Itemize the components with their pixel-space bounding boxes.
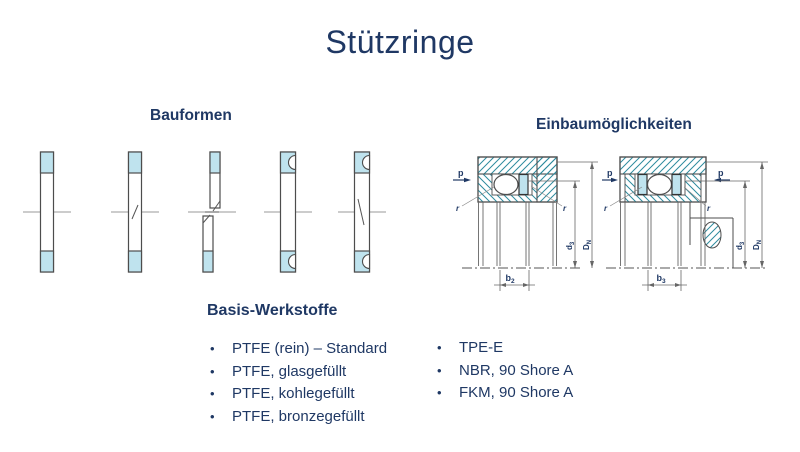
inner-diameter-label: d3 xyxy=(565,241,576,250)
list-item: • NBR, 90 Shore A xyxy=(437,361,574,379)
radius-label: r xyxy=(604,204,608,213)
radius-callouts: r r xyxy=(456,185,567,213)
support-ring xyxy=(518,173,529,196)
ring-form-concave xyxy=(264,151,312,273)
material-label: FKM, 90 Shore A xyxy=(459,384,574,401)
o-ring-section xyxy=(702,221,722,249)
diameter-dimension-d3: d3 xyxy=(528,180,580,268)
bullet-icon: • xyxy=(437,340,442,355)
width-dimension-label: b3 xyxy=(656,273,666,285)
seal-profile xyxy=(646,173,673,196)
werkstoffe-heading: Basis-Werkstoffe xyxy=(207,302,338,319)
bearing-drawing-2: p p r r b3 d3 xyxy=(602,156,768,291)
pressure-arrow: p xyxy=(453,168,471,183)
bauformen-drawing xyxy=(23,151,386,273)
pressure-arrow-right: p xyxy=(714,168,730,183)
bullet-icon: • xyxy=(210,386,215,401)
outer-diameter-label: DN xyxy=(582,240,593,250)
bauformen-heading: Bauformen xyxy=(150,107,232,124)
bullet-icon: • xyxy=(210,341,215,356)
width-dimension-b2: b2 xyxy=(494,270,535,291)
seal-profile xyxy=(493,173,519,196)
list-item: • PTFE, bronzegefüllt xyxy=(210,407,387,425)
bullet-icon: • xyxy=(210,408,215,424)
radius-callouts: r r xyxy=(604,186,711,213)
bullet-icon: • xyxy=(437,362,442,378)
list-item: • TPE-E xyxy=(437,340,573,356)
radius-label: r xyxy=(707,204,711,213)
material-list-right: • TPE-E • NBR, 90 Shore A • FKM, 90 Shor… xyxy=(437,340,573,401)
list-item: • PTFE (rein) – Standard xyxy=(210,341,387,357)
radius-label: r xyxy=(563,204,567,213)
list-item: • PTFE, kohlegefüllt xyxy=(210,386,387,402)
housing-step xyxy=(689,202,734,268)
pressure-label: p xyxy=(458,168,464,178)
material-list-left: • PTFE (rein) – Standard • PTFE, glasgef… xyxy=(210,341,387,425)
material-label: PTFE, bronzegefüllt xyxy=(232,407,365,425)
pressure-arrow-left: p xyxy=(602,168,618,183)
shaft-lines xyxy=(478,202,557,266)
page-title: Stützringe xyxy=(325,24,475,60)
diameter-dimension-d3: d3 xyxy=(686,180,750,268)
material-label: TPE-E xyxy=(459,339,504,356)
list-item: • PTFE, glasgefüllt xyxy=(210,362,387,380)
material-label: NBR, 90 Shore A xyxy=(459,361,574,379)
ring-form-concave-split xyxy=(338,151,386,273)
diameter-dimension-DN: DN xyxy=(706,161,768,268)
pressure-label: p xyxy=(718,168,724,178)
width-dimension-label: b2 xyxy=(505,273,515,285)
material-label: PTFE, glasgefüllt xyxy=(232,362,347,380)
einbau-heading: Einbaumöglichkeiten xyxy=(536,116,692,133)
material-label: PTFE, kohlegefüllt xyxy=(232,385,355,402)
material-label: PTFE (rein) – Standard xyxy=(232,340,388,357)
outer-diameter-label: DN xyxy=(752,240,763,250)
radius-label: r xyxy=(456,204,460,213)
ring-form-plain xyxy=(23,151,71,273)
bullet-icon: • xyxy=(210,363,215,379)
ring-form-split xyxy=(111,151,159,273)
bullet-icon: • xyxy=(437,385,442,400)
pressure-label: p xyxy=(607,168,613,178)
list-item: • FKM, 90 Shore A xyxy=(437,385,573,401)
diameter-dimension-DN: DN xyxy=(557,161,598,268)
shaft-lines xyxy=(620,202,706,266)
width-dimension-b3: b3 xyxy=(642,270,687,291)
support-ring xyxy=(671,173,682,196)
bearing-drawing-1: p r r b2 d3 xyxy=(453,156,598,291)
inner-diameter-label: d3 xyxy=(735,241,746,250)
support-ring xyxy=(637,173,648,196)
ring-form-overlap-split xyxy=(188,151,236,273)
